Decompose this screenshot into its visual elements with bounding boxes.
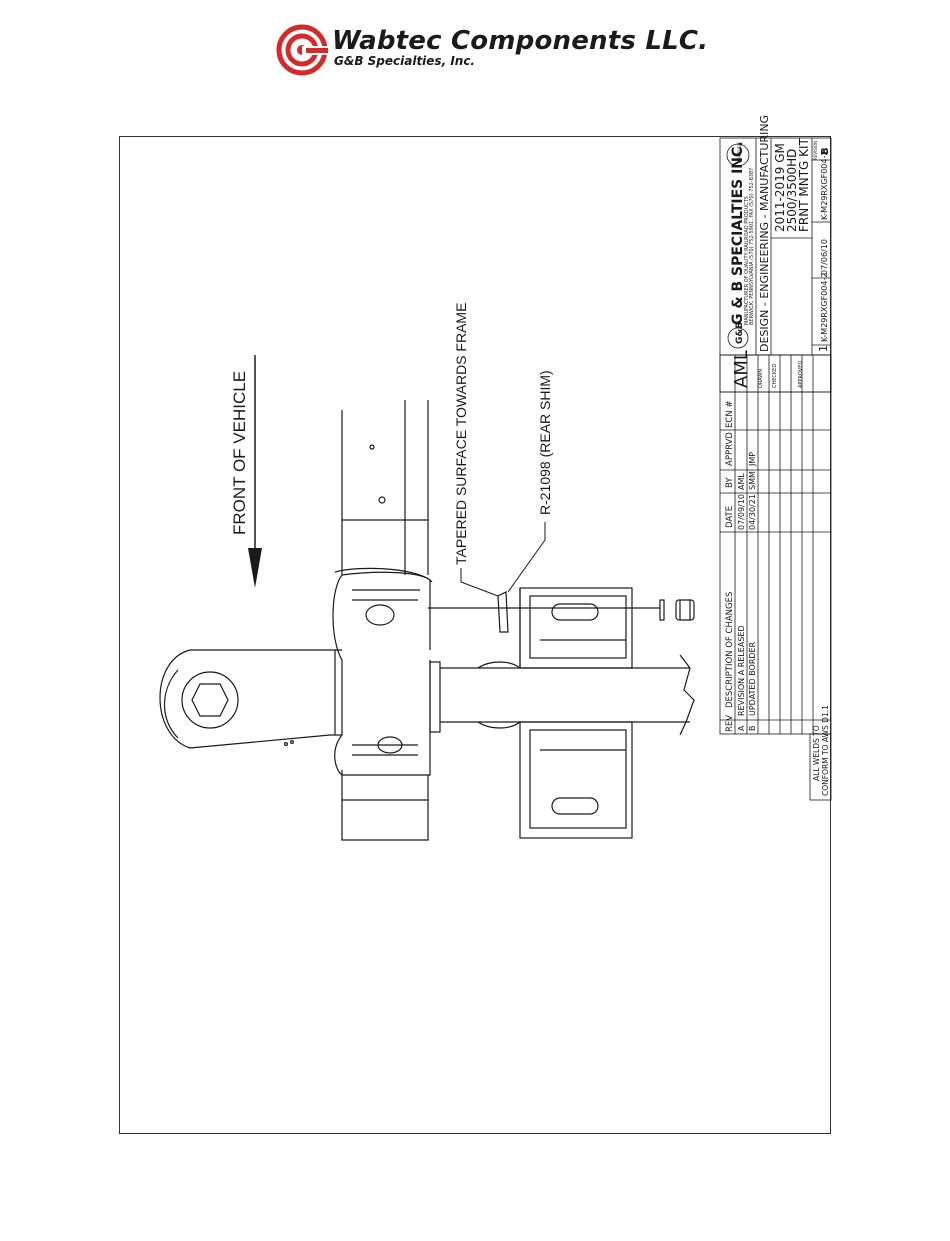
certified-label: CERTIFIED bbox=[737, 142, 742, 163]
title-line2: 2500/3500HD bbox=[785, 149, 799, 232]
ecn-header: ECN # bbox=[725, 401, 735, 429]
part-number: K-M29RXGF004-2 bbox=[820, 273, 829, 342]
front-arrow bbox=[248, 355, 262, 588]
subsidiary-name: G&B Specialties, Inc. bbox=[334, 54, 475, 68]
revision-rows: A REVISION A RELEASED 07/09/10 AML B UPD… bbox=[737, 452, 757, 731]
rev-b-by: SMM bbox=[748, 471, 757, 490]
date-header: DATE bbox=[725, 506, 735, 528]
gb-logo-icon: G&B bbox=[735, 322, 745, 344]
title-line3: FRNT MNTG KIT bbox=[797, 137, 811, 232]
by-header: BY bbox=[725, 477, 735, 488]
vehicle-frame-drawing bbox=[159, 400, 695, 841]
sheet-number: 1 bbox=[817, 345, 830, 352]
drawing-sheet bbox=[119, 136, 831, 1134]
rev-b-date: 04/30/21 bbox=[748, 494, 757, 530]
title-company: G & B SPECIALTIES INC. bbox=[730, 141, 746, 325]
weld-note-line1: ALL WELDS TO bbox=[812, 725, 821, 781]
front-of-vehicle-label: FRONT OF VEHICLE bbox=[230, 371, 249, 535]
desc-header: DESCRIPTION OF CHANGES bbox=[725, 592, 735, 708]
rev-header: REV bbox=[725, 715, 735, 732]
note-leader-1 bbox=[460, 568, 499, 597]
drawn-initials: AML bbox=[731, 350, 752, 388]
rev-a-date: 07/09/10 bbox=[737, 494, 746, 530]
title-block bbox=[719, 137, 832, 356]
weld-note-line2: CONFORM TO AWS D1.1 bbox=[821, 705, 830, 796]
checked-label: CHECKED bbox=[772, 364, 778, 388]
rev-a: A bbox=[737, 725, 746, 731]
rev-b-desc: UPDATED BORDER bbox=[748, 641, 757, 716]
title-line1: 2011-2019 GM bbox=[773, 143, 787, 232]
rev-b-apprvd: JMP bbox=[748, 452, 757, 467]
company-header: Wabtec Components LLC. G&B Specialties, … bbox=[276, 24, 708, 76]
title-tagline: MANUFACTURER OF QUALITY RAILROAD PRODUCT… bbox=[744, 196, 750, 325]
revision-headers: REV DESCRIPTION OF CHANGES DATE BY APPRV… bbox=[725, 401, 735, 733]
note-leader-2 bbox=[507, 522, 546, 593]
revision-label: REVISION bbox=[813, 141, 818, 160]
drawing-number: K-M29RXGF004-2 bbox=[820, 151, 829, 220]
rev-a-by: AML bbox=[737, 473, 746, 490]
tapered-surface-note: TAPERED SURFACE TOWARDS FRAME bbox=[453, 303, 469, 565]
rev-b: B bbox=[748, 726, 757, 732]
approved-label: APPROVED bbox=[798, 361, 804, 388]
rear-shim-note: R-21098 (REAR SHIM) bbox=[537, 370, 553, 515]
revision-letter: B bbox=[820, 147, 831, 155]
wabtec-logo-icon bbox=[276, 24, 328, 76]
title-address: BERWICK, PENNSYLVANIA (570) 752-5901, FA… bbox=[749, 168, 755, 325]
title-dept: DESIGN - ENGINEERING - MANUFACTURING bbox=[758, 115, 771, 352]
rev-a-desc: REVISION A RELEASED bbox=[737, 625, 746, 716]
drawing-date: 07/06/10 bbox=[820, 239, 829, 275]
drawn-label: DRAWN bbox=[758, 369, 764, 388]
weld-note: ALL WELDS TO CONFORM TO AWS D1.1 bbox=[809, 705, 832, 801]
apprvd-header: APPRVD bbox=[725, 432, 735, 466]
company-name: Wabtec Components LLC. bbox=[332, 26, 709, 56]
